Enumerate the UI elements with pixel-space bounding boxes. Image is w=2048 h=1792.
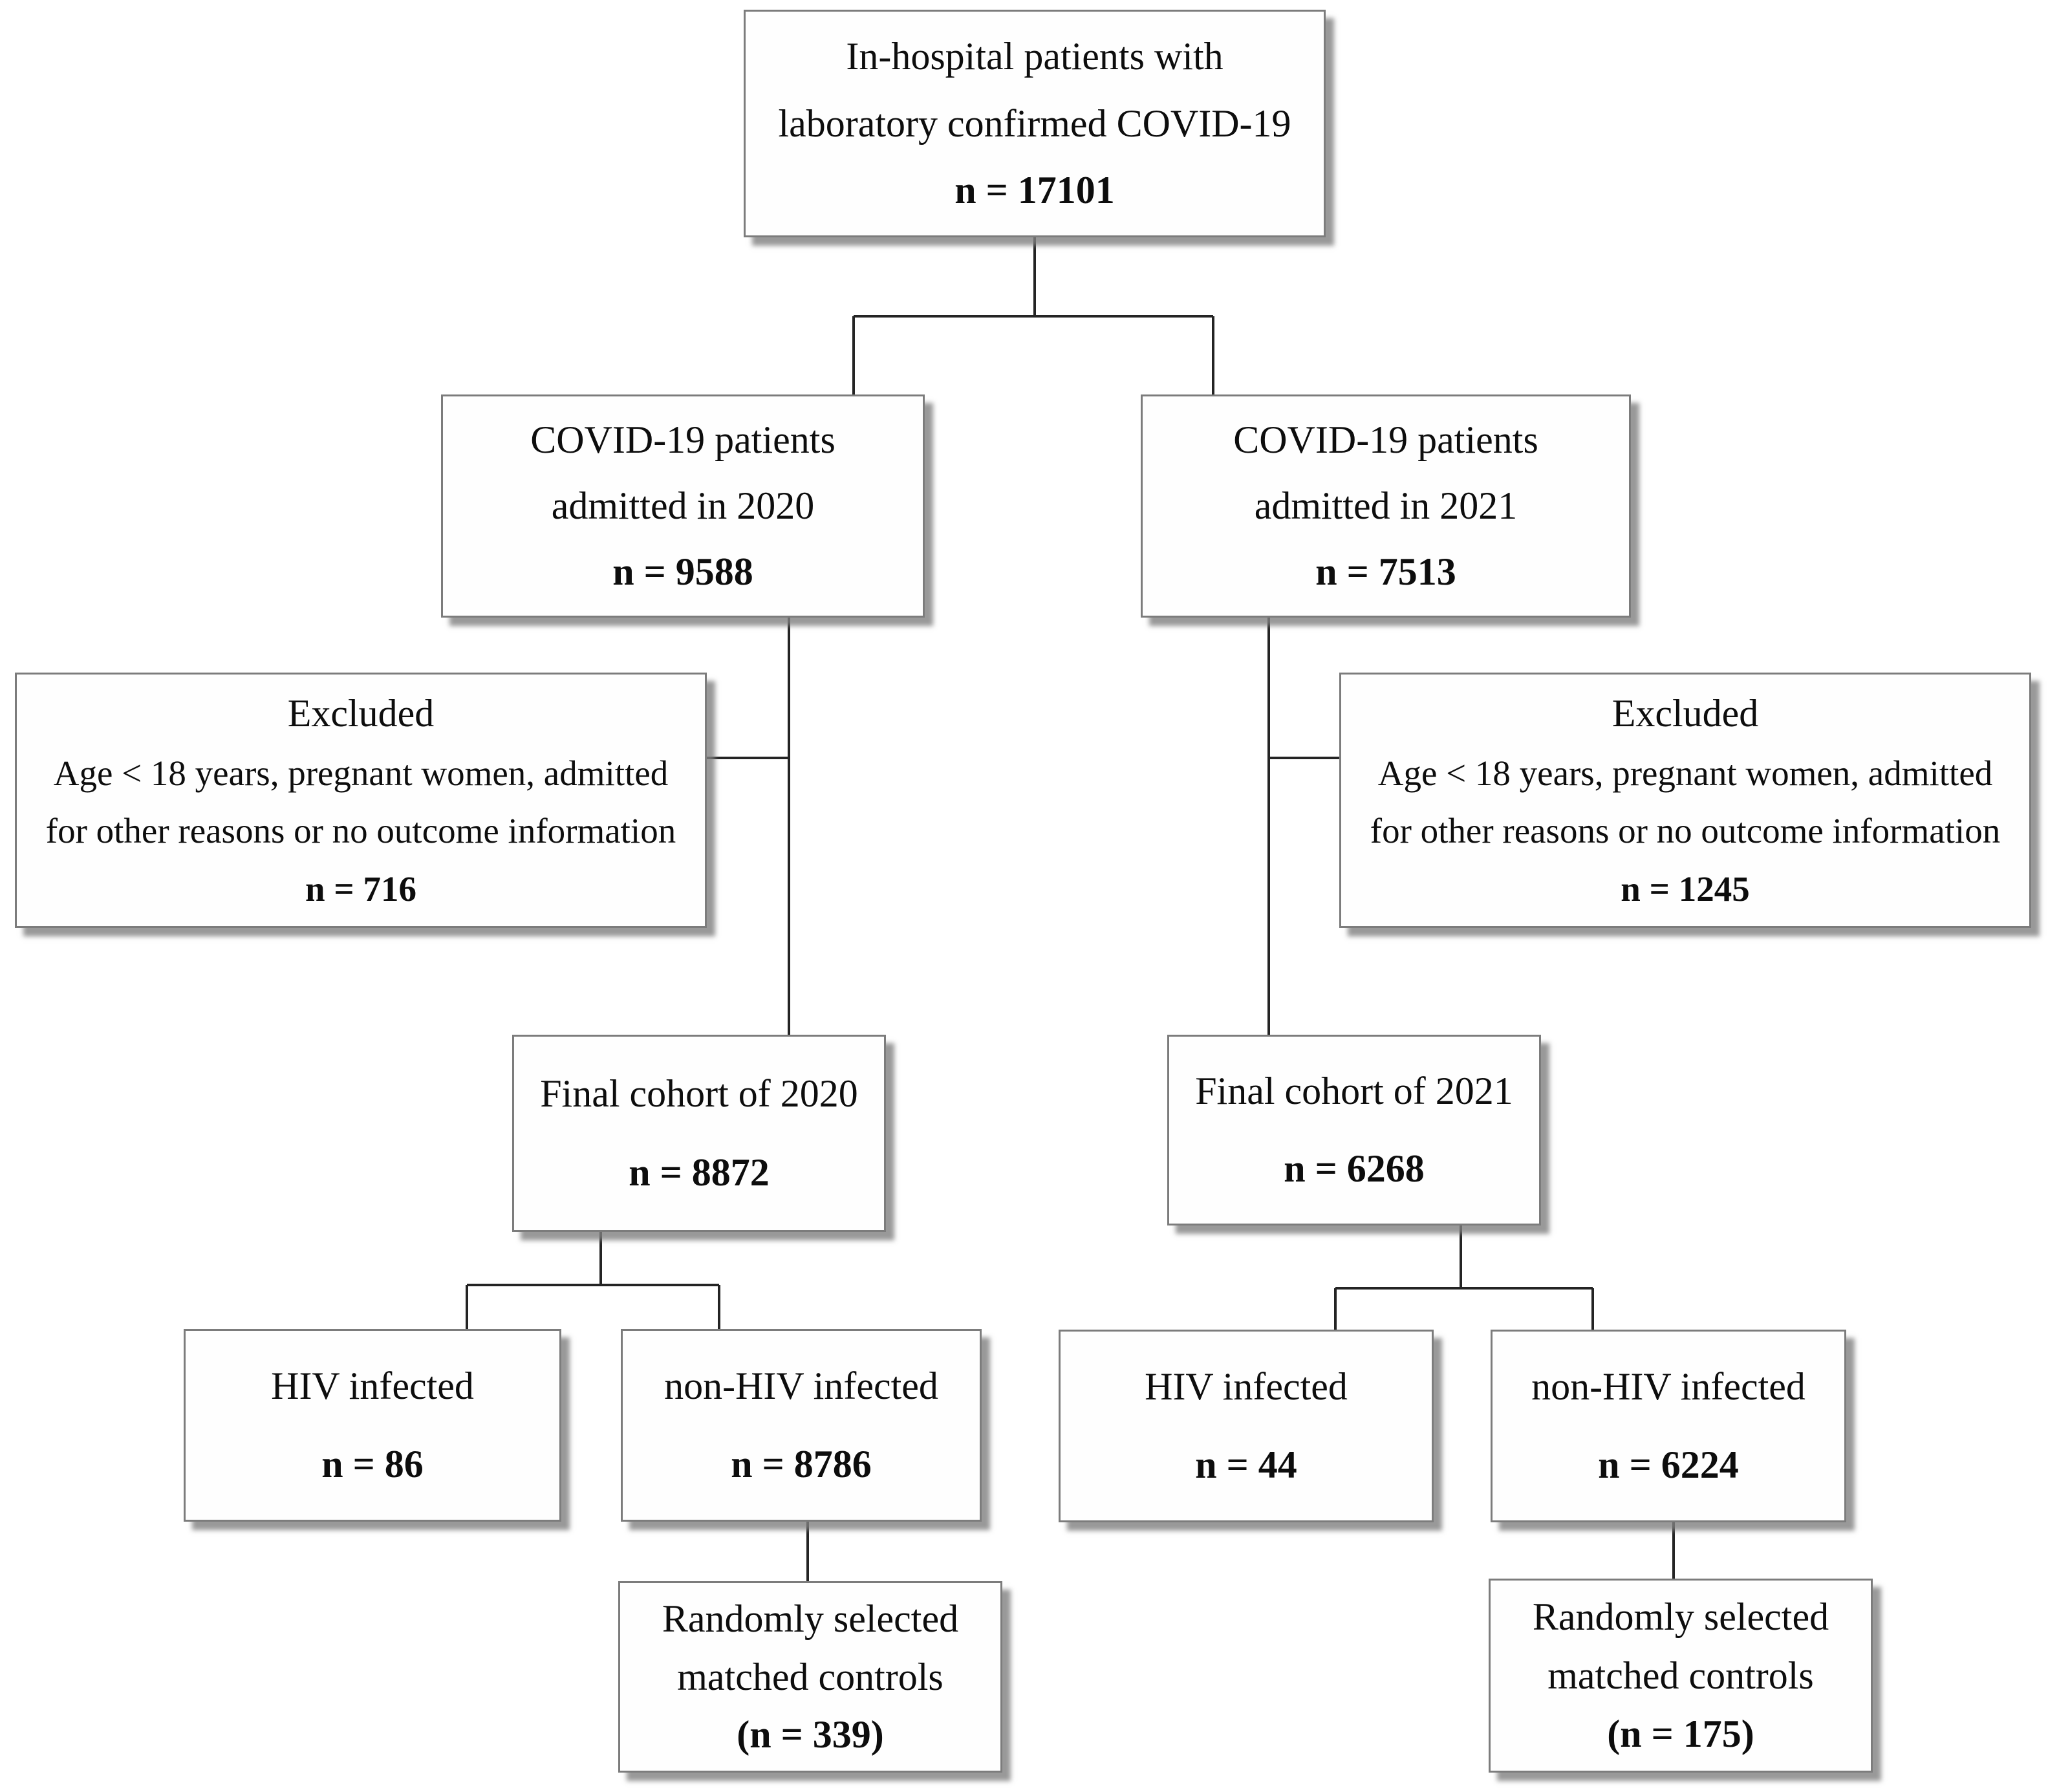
- node-title: Excluded: [287, 692, 435, 735]
- node-count: n = 44: [1195, 1443, 1297, 1486]
- node-text-line: for other reasons or no outcome informat…: [45, 811, 676, 851]
- node-text-line: Randomly selected: [662, 1597, 959, 1640]
- node-count: n = 1245: [1621, 869, 1750, 909]
- node-text-line: admitted in 2020: [551, 484, 815, 527]
- node-text-line: Final cohort of 2021: [1195, 1070, 1513, 1113]
- node-text-line: Age < 18 years, pregnant women, admitted: [53, 753, 669, 793]
- node-text-line: for other reasons or no outcome informat…: [1370, 811, 2001, 851]
- node-total-patients: In-hospital patients with laboratory con…: [744, 10, 1326, 237]
- node-count: n = 8872: [629, 1151, 770, 1194]
- node-count: (n = 339): [737, 1713, 884, 1756]
- node-count: n = 86: [321, 1442, 424, 1485]
- node-final-cohort-2021: Final cohort of 2021 n = 6268: [1167, 1035, 1541, 1225]
- node-count: n = 7513: [1315, 550, 1456, 593]
- node-text-line: In-hospital patients with: [846, 34, 1223, 78]
- node-text-line: non-HIV infected: [664, 1365, 938, 1408]
- node-count: n = 716: [305, 869, 416, 909]
- node-count: n = 6268: [1284, 1147, 1425, 1190]
- node-text-line: HIV infected: [1145, 1365, 1348, 1409]
- node-count: n = 9588: [612, 550, 753, 593]
- node-nonhiv-infected-2021: non-HIV infected n = 6224: [1491, 1330, 1846, 1522]
- node-count: n = 17101: [954, 169, 1115, 212]
- node-matched-controls-2021: Randomly selected matched controls (n = …: [1489, 1579, 1873, 1773]
- node-text-line: matched controls: [677, 1655, 943, 1698]
- node-text-line: HIV infected: [271, 1365, 474, 1408]
- node-title: Excluded: [1611, 692, 1759, 735]
- node-text-line: COVID-19 patients: [530, 418, 835, 461]
- node-count: n = 8786: [731, 1442, 872, 1485]
- node-hiv-infected-2020: HIV infected n = 86: [184, 1329, 561, 1522]
- node-excluded-2021: Excluded Age < 18 years, pregnant women,…: [1339, 673, 2031, 928]
- node-admitted-2020: COVID-19 patients admitted in 2020 n = 9…: [441, 394, 925, 618]
- node-excluded-2020: Excluded Age < 18 years, pregnant women,…: [15, 673, 707, 928]
- node-admitted-2021: COVID-19 patients admitted in 2021 n = 7…: [1141, 394, 1631, 618]
- node-count: n = 6224: [1598, 1443, 1739, 1486]
- node-text-line: matched controls: [1547, 1654, 1814, 1697]
- node-text-line: Final cohort of 2020: [540, 1072, 858, 1115]
- node-text-line: COVID-19 patients: [1233, 418, 1538, 461]
- node-count: (n = 175): [1607, 1712, 1754, 1756]
- node-hiv-infected-2021: HIV infected n = 44: [1059, 1330, 1434, 1522]
- node-text-line: non-HIV infected: [1531, 1365, 1805, 1409]
- node-final-cohort-2020: Final cohort of 2020 n = 8872: [512, 1035, 886, 1232]
- node-text-line: admitted in 2021: [1254, 484, 1518, 527]
- node-text-line: laboratory confirmed COVID-19: [778, 102, 1291, 145]
- node-matched-controls-2020: Randomly selected matched controls (n = …: [618, 1581, 1002, 1773]
- node-nonhiv-infected-2020: non-HIV infected n = 8786: [621, 1329, 982, 1522]
- node-text-line: Age < 18 years, pregnant women, admitted: [1377, 753, 1993, 793]
- node-text-line: Randomly selected: [1532, 1595, 1829, 1638]
